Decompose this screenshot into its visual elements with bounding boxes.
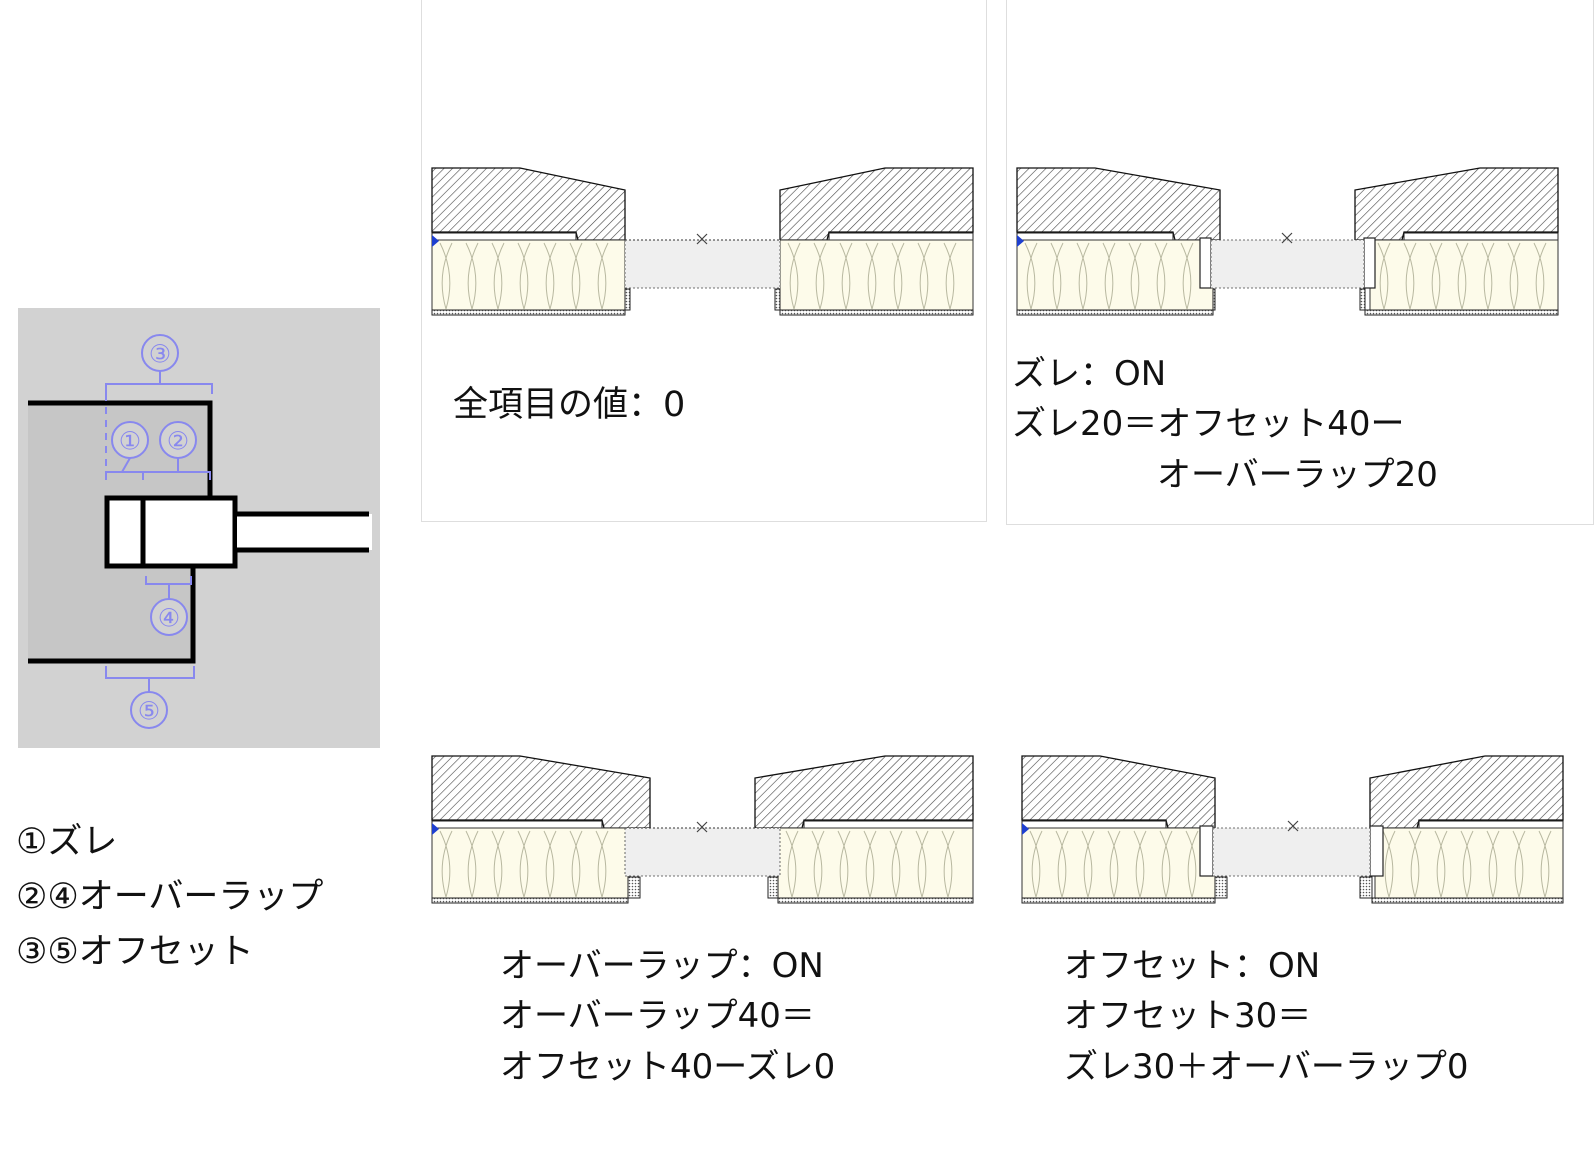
marker-1: ①	[119, 427, 141, 456]
panel-offset-line-1: オフセット：ON	[1064, 946, 1321, 986]
panel-offset-line-2: オフセット30＝	[1064, 996, 1312, 1036]
legend-item-shift: ①ズレ	[16, 822, 118, 862]
panel-offset-line-3: ズレ30＋オーバーラップ0	[1064, 1047, 1469, 1087]
section-drawing-all-zero	[431, 167, 974, 316]
marker-5: ⑤	[138, 697, 160, 726]
panel-overlap-line-3: オフセット40ーズレ0	[500, 1047, 836, 1087]
panel-all-zero-line-1: 全項目の値：0	[453, 385, 686, 425]
legend-diagram: ③ ① ② ④ ⑤	[18, 308, 380, 748]
section-drawing-offset	[1021, 755, 1564, 904]
marker-3: ③	[149, 340, 171, 369]
section-drawing-offset-shift	[1016, 167, 1559, 316]
panel-offset-shift-line-3: オーバーラップ20	[1157, 455, 1438, 495]
panel-offset-shift-line-2: ズレ20＝オフセット40ー	[1012, 404, 1405, 444]
panel-overlap-line-2: オーバーラップ40＝	[500, 996, 815, 1036]
marker-4: ④	[158, 604, 180, 633]
marker-2: ②	[167, 427, 189, 456]
section-drawing-overlap	[431, 755, 974, 904]
legend-item-overlap: ②④オーバーラップ	[16, 877, 324, 917]
panel-overlap-line-1: オーバーラップ：ON	[500, 946, 824, 986]
panel-offset-shift-line-1: ズレ：ON	[1012, 354, 1167, 394]
legend-item-offset: ③⑤オフセット	[16, 932, 254, 972]
